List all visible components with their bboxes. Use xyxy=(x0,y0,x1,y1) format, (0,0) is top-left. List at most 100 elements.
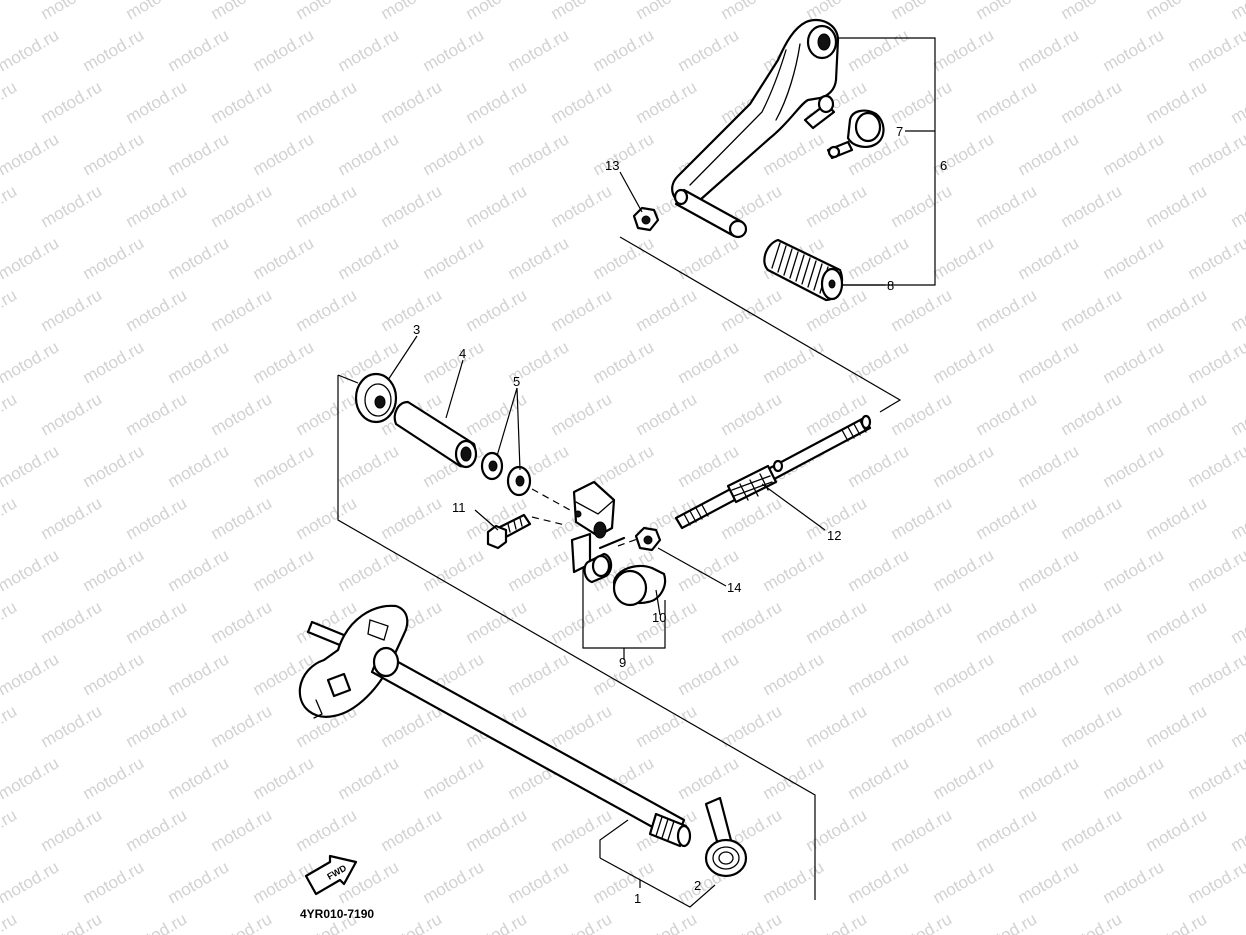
callout-7: 7 xyxy=(896,124,903,139)
watermark-text: motod.ru xyxy=(548,285,616,335)
watermark-text: motod.ru xyxy=(123,909,191,935)
watermark-text: motod.ru xyxy=(0,909,20,935)
watermark-text: motod.ru xyxy=(1228,493,1246,543)
watermark-text: motod.ru xyxy=(293,181,361,231)
watermark-text: motod.ru xyxy=(80,649,148,699)
watermark-text: motod.ru xyxy=(208,597,276,647)
watermark-text: motod.ru xyxy=(335,441,403,491)
watermark-text: motod.ru xyxy=(1058,597,1126,647)
watermark-text: motod.ru xyxy=(930,649,998,699)
watermark-text: motod.ru xyxy=(1100,857,1168,907)
bearings xyxy=(480,451,532,497)
oil-seal xyxy=(354,372,398,424)
watermark-text: motod.ru xyxy=(803,701,871,751)
callout-2: 2 xyxy=(694,878,701,893)
watermark-text: motod.ru xyxy=(0,77,20,127)
watermark-text: motod.ru xyxy=(548,597,616,647)
watermark-text: motod.ru xyxy=(208,493,276,543)
watermark-text: motod.ru xyxy=(845,25,913,75)
watermark-text: motod.ru xyxy=(1185,129,1246,179)
shift-rod xyxy=(674,414,872,530)
watermark-text: motod.ru xyxy=(1228,389,1246,439)
watermark-text: motod.ru xyxy=(0,0,20,23)
callout-6: 6 xyxy=(940,158,947,173)
watermark-text: motod.ru xyxy=(165,753,233,803)
watermark-text: motod.ru xyxy=(80,545,148,595)
watermark-text: motod.ru xyxy=(208,77,276,127)
watermark-text: motod.ru xyxy=(0,753,62,803)
watermark-text: motod.ru xyxy=(1015,857,1083,907)
watermark-text: motod.ru xyxy=(590,129,658,179)
watermark-text: motod.ru xyxy=(1015,753,1083,803)
watermark-text: motod.ru xyxy=(1143,909,1211,935)
watermark-text: motod.ru xyxy=(165,441,233,491)
watermark-text: motod.ru xyxy=(1143,805,1211,855)
watermark-text: motod.ru xyxy=(930,441,998,491)
watermark-text: motod.ru xyxy=(973,805,1041,855)
watermark-text: motod.ru xyxy=(420,857,488,907)
callout-13: 13 xyxy=(605,158,619,173)
watermark-text: motod.ru xyxy=(38,285,106,335)
watermark-text: motod.ru xyxy=(0,701,20,751)
watermark-text: motod.ru xyxy=(463,77,531,127)
watermark-text: motod.ru xyxy=(420,545,488,595)
watermark-text: motod.ru xyxy=(1143,77,1211,127)
watermark-text: motod.ru xyxy=(0,285,20,335)
watermark-text: motod.ru xyxy=(0,649,62,699)
watermark-text: motod.ru xyxy=(888,285,956,335)
watermark-text: motod.ru xyxy=(888,181,956,231)
watermark-text: motod.ru xyxy=(548,805,616,855)
watermark-text: motod.ru xyxy=(760,857,828,907)
watermark-text: motod.ru xyxy=(1228,597,1246,647)
watermark-text: motod.ru xyxy=(590,233,658,283)
bolt xyxy=(486,513,532,550)
watermark-text: motod.ru xyxy=(1015,545,1083,595)
watermark-text: motod.ru xyxy=(1058,285,1126,335)
watermark-text: motod.ru xyxy=(335,25,403,75)
watermark-text: motod.ru xyxy=(888,493,956,543)
watermark-text: motod.ru xyxy=(1058,701,1126,751)
watermark-text: motod.ru xyxy=(505,545,573,595)
shift-shaft xyxy=(298,604,692,848)
watermark-text: motod.ru xyxy=(38,805,106,855)
watermark-text: motod.ru xyxy=(378,493,446,543)
watermark-text: motod.ru xyxy=(250,441,318,491)
watermark-text: motod.ru xyxy=(548,389,616,439)
watermark-text: motod.ru xyxy=(675,233,743,283)
watermark-text: motod.ru xyxy=(888,389,956,439)
watermark-text: motod.ru xyxy=(0,493,20,543)
watermark-text: motod.ru xyxy=(1015,649,1083,699)
watermark-text: motod.ru xyxy=(803,805,871,855)
watermark-text: motod.ru xyxy=(123,0,191,23)
watermark-text: motod.ru xyxy=(675,753,743,803)
watermark-text: motod.ru xyxy=(335,753,403,803)
watermark-text: motod.ru xyxy=(165,25,233,75)
watermark-text: motod.ru xyxy=(165,129,233,179)
watermark-text: motod.ru xyxy=(803,909,871,935)
watermark-text: motod.ru xyxy=(0,857,62,907)
watermark-text: motod.ru xyxy=(1058,181,1126,231)
watermark-text: motod.ru xyxy=(1185,25,1246,75)
watermark-text: motod.ru xyxy=(1058,389,1126,439)
watermark-text: motod.ru xyxy=(1058,77,1126,127)
watermark-text: motod.ru xyxy=(293,389,361,439)
fwd-arrow: FWD xyxy=(304,854,358,896)
watermark-text: motod.ru xyxy=(888,0,956,23)
watermark-text: motod.ru xyxy=(165,233,233,283)
watermark-text: motod.ru xyxy=(548,0,616,23)
watermark-text: motod.ru xyxy=(845,857,913,907)
callout-12: 12 xyxy=(827,528,841,543)
watermark-text: motod.ru xyxy=(38,0,106,23)
watermark-text: motod.ru xyxy=(803,597,871,647)
watermark-text: motod.ru xyxy=(930,753,998,803)
watermark-text: motod.ru xyxy=(845,545,913,595)
watermark-text: motod.ru xyxy=(38,701,106,751)
watermark-text: motod.ru xyxy=(718,909,786,935)
watermark-text: motod.ru xyxy=(633,389,701,439)
watermark-text: motod.ru xyxy=(1058,0,1126,23)
watermark-text: motod.ru xyxy=(803,181,871,231)
watermark-text: motod.ru xyxy=(378,805,446,855)
callout-9: 9 xyxy=(619,655,626,670)
callout-3: 3 xyxy=(413,322,420,337)
watermark-text: motod.ru xyxy=(845,753,913,803)
